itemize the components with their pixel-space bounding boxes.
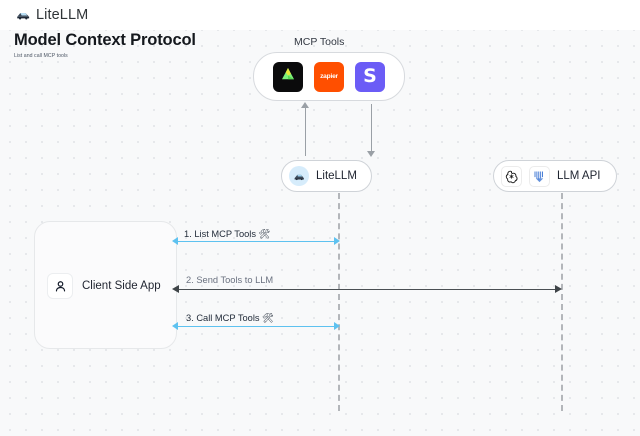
openai-icon — [501, 165, 522, 187]
message-2-label: 2. Send Tools to LLM — [186, 275, 274, 285]
slack-s-icon: S — [363, 65, 377, 87]
zapier-tool-tile[interactable]: zapier — [314, 61, 344, 92]
node-litellm[interactable]: LiteLLM — [281, 160, 372, 192]
litellm-avatar-icon — [289, 166, 309, 186]
client-side-app-label: Client Side App — [82, 280, 161, 292]
slack-tool-tile[interactable]: S — [355, 61, 385, 92]
lifeline-llm-api — [561, 193, 563, 411]
app-header: LiteLLM — [0, 0, 640, 30]
node-litellm-label: LiteLLM — [316, 170, 357, 182]
anthropic-icon — [529, 165, 550, 187]
brand[interactable]: LiteLLM — [16, 7, 88, 23]
message-1-label: 1. List MCP Tools 🛠 — [184, 229, 271, 239]
page-title: Model Context Protocol — [14, 31, 196, 49]
litellm-logo-icon — [16, 8, 31, 23]
green-triangle-icon — [279, 65, 297, 88]
lifeline-litellm — [338, 193, 340, 411]
dark-tool-tile[interactable] — [273, 61, 303, 92]
brand-name: LiteLLM — [36, 7, 89, 23]
message-3-label: 3. Call MCP Tools 🛠 — [186, 313, 274, 323]
node-llm-api-label: LLM API — [557, 170, 601, 182]
node-llm-api[interactable]: LLM API — [493, 160, 618, 192]
zapier-icon: zapier — [320, 73, 338, 80]
client-side-app-box[interactable]: Client Side App — [34, 221, 177, 349]
mcp-tools-title: MCP Tools — [294, 36, 345, 48]
client-side-app-content: Client Side App — [47, 273, 161, 299]
mcp-tools-group[interactable]: zapier S — [253, 52, 405, 101]
page-subtitle: List and call MCP tools — [14, 53, 68, 59]
user-icon — [47, 273, 73, 299]
